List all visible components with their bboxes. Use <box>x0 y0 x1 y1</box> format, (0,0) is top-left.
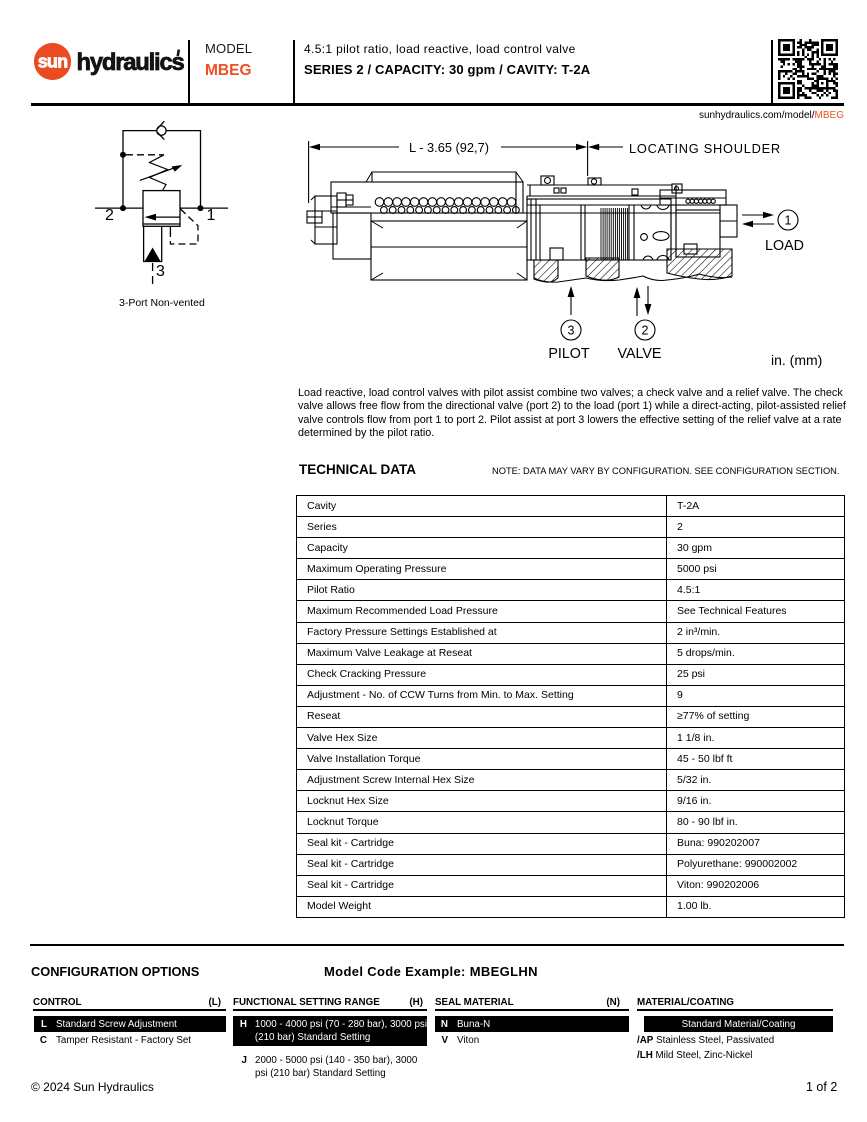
svg-text:PILOT: PILOT <box>548 346 590 362</box>
svg-text:hydraulics: hydraulics <box>77 49 185 76</box>
svg-text:1: 1 <box>785 214 792 228</box>
svg-text:3: 3 <box>568 324 575 338</box>
svg-text:2: 2 <box>642 324 649 338</box>
svg-text:LOAD: LOAD <box>765 238 804 254</box>
svg-text:VALVE: VALVE <box>618 346 662 362</box>
svg-text:sun: sun <box>38 52 68 72</box>
